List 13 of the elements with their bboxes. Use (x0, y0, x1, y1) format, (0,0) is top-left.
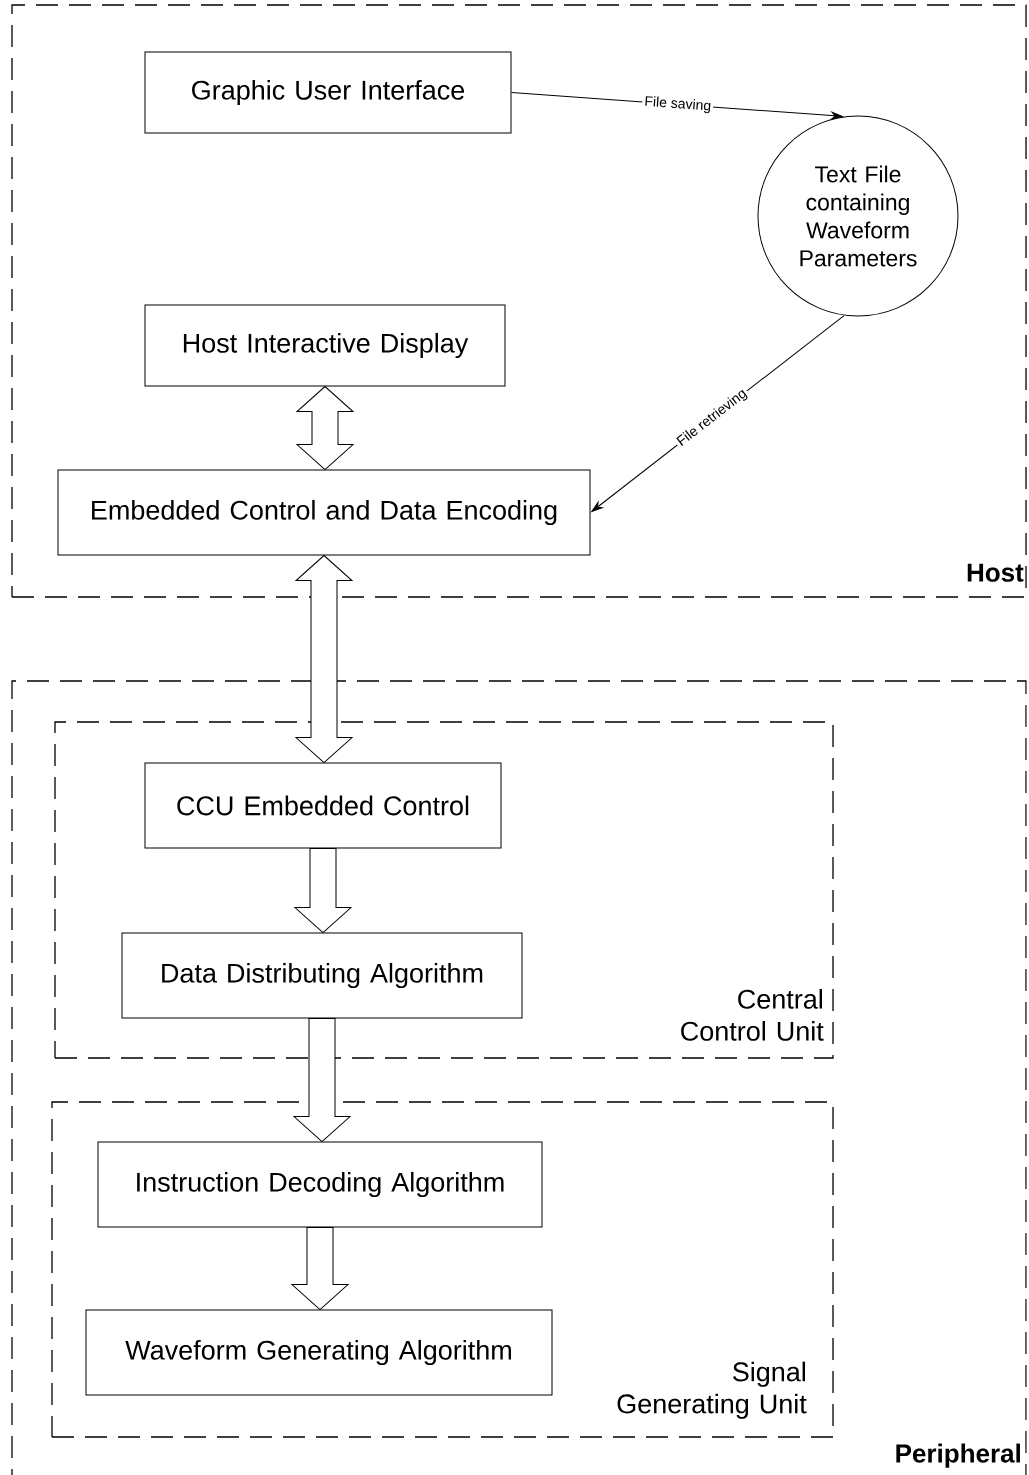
block-arrow (293, 1018, 351, 1142)
block-arrow (291, 1227, 349, 1310)
edge-label: File saving (641, 93, 714, 116)
process-box: Instruction Decoding Algorithm (97, 1141, 543, 1228)
process-box: CCU Embedded Control (144, 762, 502, 849)
block-arrow (295, 555, 353, 763)
process-box: Host Interactive Display (144, 304, 506, 387)
process-box: Data Distributing Algorithm (121, 932, 523, 1019)
process-box: Embedded Control and Data Encoding (57, 469, 591, 556)
block-arrow (296, 386, 354, 470)
process-box: Waveform Generating Algorithm (85, 1309, 553, 1396)
block-arrow (294, 848, 352, 933)
process-box: Graphic User Interface (144, 51, 512, 134)
